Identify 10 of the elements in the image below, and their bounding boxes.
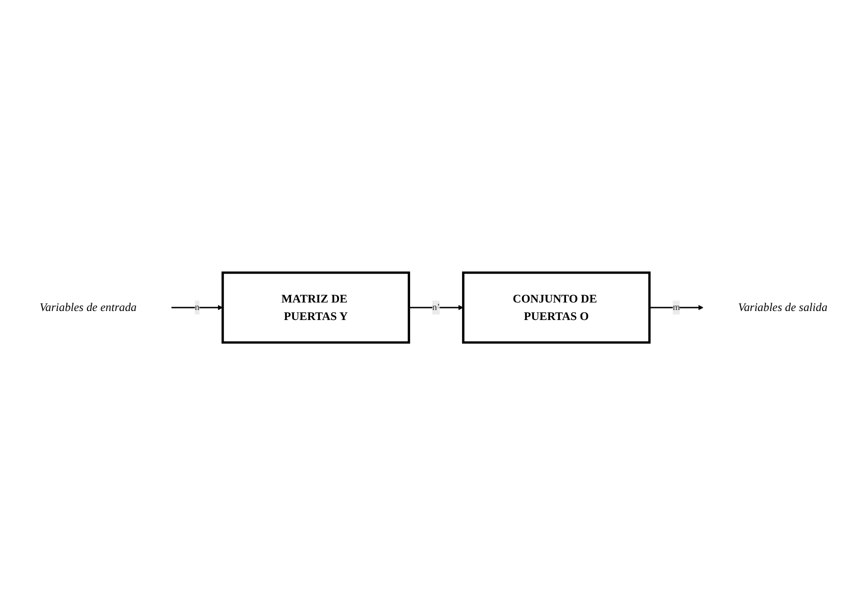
edge-label: m <box>672 302 680 312</box>
edge-label: n <box>194 302 200 312</box>
node-text: Variables de entrada <box>40 301 137 314</box>
edge-label: n’ <box>432 302 440 312</box>
node-box: CONJUNTO DE PUERTAS O <box>462 271 651 344</box>
arrow <box>172 304 223 310</box>
node-box: MATRIZ DE PUERTAS Y <box>222 271 410 344</box>
arrow <box>408 304 464 310</box>
arrow <box>649 304 704 310</box>
node-text: Variables de salida <box>738 301 828 314</box>
